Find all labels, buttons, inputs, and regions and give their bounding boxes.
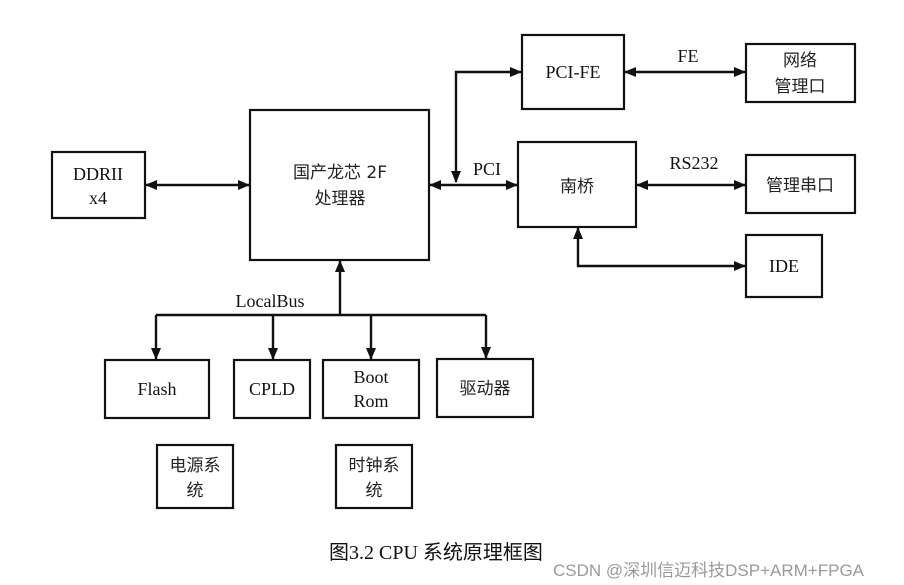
- node-ddr: DDRII x4: [50, 150, 147, 220]
- node-pcife: PCI-FE: [520, 33, 626, 111]
- node-cpu: 国产龙芯 2F 处理器: [248, 108, 431, 262]
- node-netmgmt-line-2: 管理口: [775, 77, 826, 97]
- node-cpu-line-2: 处理器: [315, 189, 366, 209]
- node-flash: Flash: [103, 358, 211, 420]
- node-cpld: CPLD: [232, 358, 312, 420]
- watermark: CSDN @深圳信迈科技DSP+ARM+FPGA: [553, 561, 865, 580]
- node-ddr-line-1: DDRII: [73, 164, 123, 184]
- edge-label-localbus: LocalBus: [236, 291, 305, 311]
- node-ide: IDE: [744, 233, 824, 299]
- node-serial: 管理串口: [744, 153, 857, 215]
- node-power: 电源系 统: [155, 443, 235, 510]
- node-bootrom-line-1: Boot: [353, 367, 388, 387]
- node-bootrom-line-2: Rom: [353, 391, 388, 411]
- cpu-pcife-connector: [451, 67, 522, 183]
- node-ddr-line-2: x4: [89, 188, 107, 208]
- connectors: [145, 67, 746, 360]
- node-serial-label: 管理串口: [766, 176, 834, 196]
- node-netmgmt-line-1: 网络: [783, 51, 817, 71]
- node-power-line-2: 统: [187, 481, 204, 501]
- node-bootrom: Boot Rom: [321, 358, 421, 420]
- node-driver-label: 驱动器: [460, 379, 511, 399]
- southbridge-ide-connector: [573, 227, 746, 271]
- node-clock: 时钟系 统: [334, 443, 414, 510]
- edge-label-rs232: RS232: [669, 153, 718, 173]
- node-clock-line-1: 时钟系: [349, 456, 400, 476]
- node-southbridge: 南桥: [516, 140, 638, 229]
- node-clock-line-2: 统: [366, 481, 383, 501]
- node-driver: 驱动器: [435, 357, 535, 419]
- node-pcife-label: PCI-FE: [545, 62, 600, 82]
- edge-label-pci: PCI: [473, 159, 501, 179]
- edge-label-fe: FE: [677, 46, 698, 66]
- node-power-line-1: 电源系: [170, 456, 221, 476]
- node-ide-label: IDE: [769, 256, 799, 276]
- node-cpu-line-1: 国产龙芯 2F: [293, 163, 387, 183]
- node-southbridge-label: 南桥: [560, 177, 594, 197]
- node-cpld-label: CPLD: [249, 379, 295, 399]
- figure-caption: 图3.2 CPU 系统原理框图: [329, 542, 543, 564]
- node-netmgmt: 网络 管理口: [744, 42, 857, 104]
- node-flash-label: Flash: [137, 379, 176, 399]
